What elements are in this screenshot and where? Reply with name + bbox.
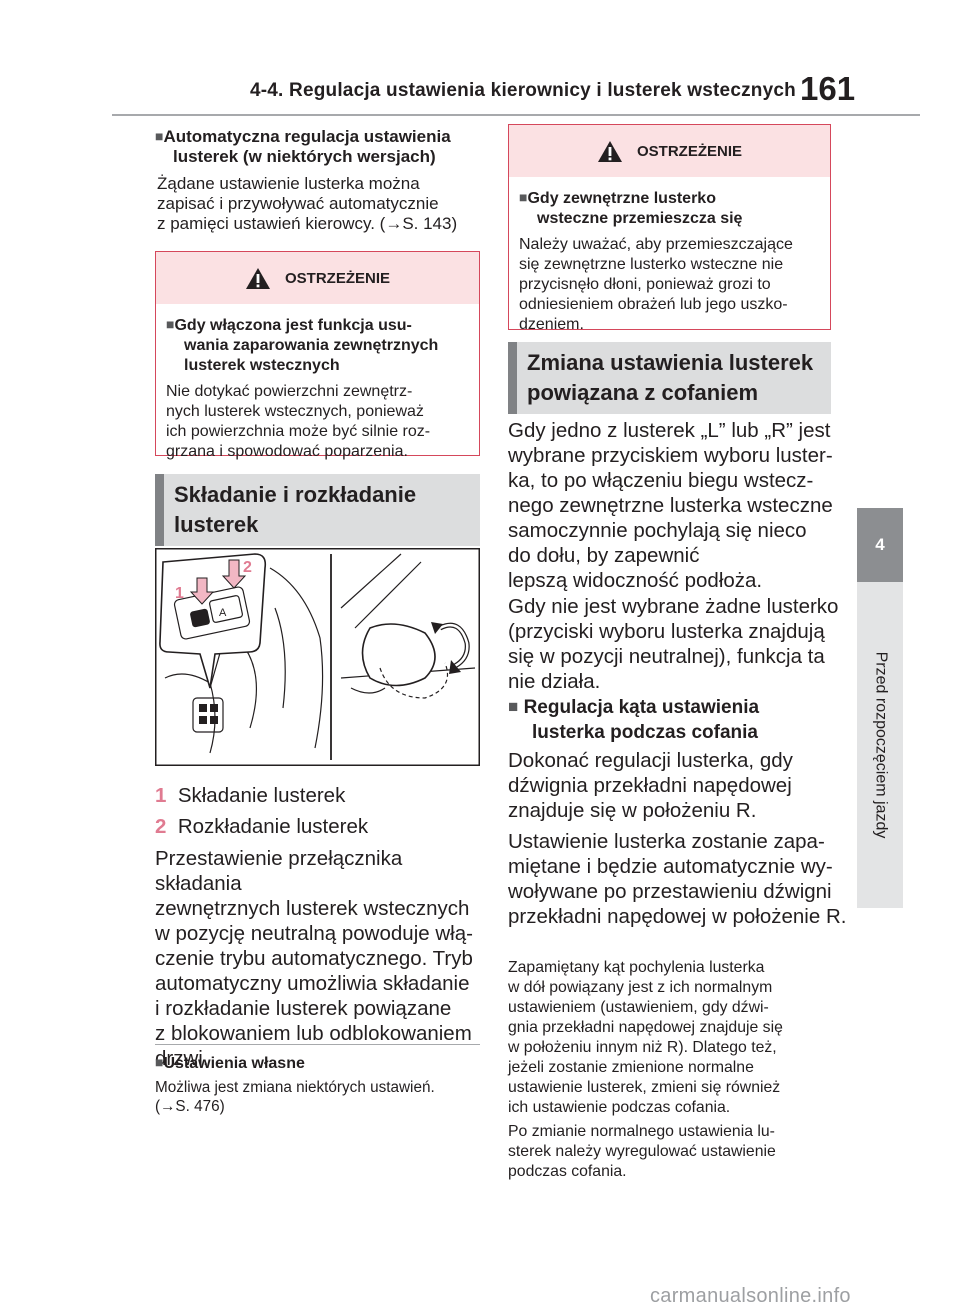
- warning-triangle-icon: [597, 140, 622, 162]
- watermark: carmanualsonline.info: [650, 1285, 851, 1307]
- svg-text:A: A: [219, 607, 227, 619]
- section-heading-folding: Składanie i rozkładanie lusterek: [155, 474, 480, 546]
- page-header-title: 4-4. Regulacja ustawienia kierownicy i l…: [250, 80, 796, 101]
- warning-text: Nie dotykać powierzchni zewnętrz- nych l…: [166, 383, 431, 460]
- folding-paragraph: Przestawienie przełącznika składania zew…: [155, 847, 473, 1070]
- section-heading-reverse: Zmiana ustawienia lusterek powiązana z c…: [508, 342, 831, 414]
- divider: [155, 1044, 480, 1045]
- figure-legend: 1 Składanie lusterek 2 Rozkładanie luste…: [155, 783, 485, 839]
- legend-item: 1 Składanie lusterek: [155, 784, 346, 807]
- reverse-note-1: Zapamiętany kąt pochylenia lusterka w dó…: [508, 959, 783, 1116]
- reverse-paragraph-3: Dokonać regulacji lusterka, gdy dźwignia…: [508, 749, 793, 822]
- callout-2: 2: [243, 559, 252, 576]
- warning-box-defogger: OSTRZEŻENIE ■Gdy włączona jest funkcja u…: [155, 251, 480, 460]
- warning-title: ■Gdy włączona jest funkcja usu- wania za…: [166, 316, 439, 374]
- page-number: 161: [800, 70, 856, 107]
- custom-settings-body: Możliwa jest zmiana niektórych ustawień.…: [155, 1079, 435, 1115]
- reverse-paragraph-2: Gdy nie jest wybrane żadne lusterko (prz…: [508, 595, 839, 693]
- reverse-angle-heading: ■ Regulacja kąta ustawienia lusterka pod…: [508, 697, 760, 743]
- legend-item: 2 Rozkładanie lusterek: [155, 815, 369, 838]
- custom-settings-heading: ■Ustawienia własne: [155, 1054, 305, 1072]
- header-rule: [112, 114, 920, 116]
- chapter-tab-label: Przed rozpoczęciem jazdy: [872, 651, 889, 839]
- warning-header: OSTRZEŻENIE: [156, 252, 479, 304]
- callout-1: 1: [175, 585, 184, 602]
- square-bullet-icon: ■: [155, 1054, 164, 1070]
- square-bullet-icon: ■: [155, 128, 164, 144]
- warning-box-moving-mirror: OSTRZEŻENIE ■Gdy zewnętrzne lusterko wst…: [508, 124, 831, 333]
- reverse-paragraph-1: Gdy jedno z lusterek „L” lub „R” jest wy…: [508, 419, 833, 592]
- mirror-switch-drawing: A 1 2: [155, 548, 480, 766]
- reverse-paragraph-4: Ustawienie lusterka zostanie zapa- mięta…: [508, 830, 847, 928]
- warning-triangle-icon: [245, 267, 270, 289]
- mirror-folding-illustration: A 1 2: [155, 548, 480, 766]
- warning-header: OSTRZEŻENIE: [509, 125, 830, 177]
- square-bullet-icon: ■: [508, 697, 519, 716]
- auto-adjust-heading: ■Automatyczna regulacja ustawienia luste…: [155, 127, 451, 166]
- reverse-note-2: Po zmianie normalnego ustawienia lu- ste…: [508, 1123, 776, 1180]
- chapter-tab-strip: [857, 582, 903, 908]
- chapter-tab-number: 4: [857, 508, 903, 582]
- warning-text: Należy uważać, aby przemieszczające się …: [519, 236, 793, 333]
- auto-adjust-body: Żądane ustawienie lusterka można zapisać…: [157, 174, 458, 233]
- square-bullet-icon: ■: [166, 316, 175, 332]
- square-bullet-icon: ■: [519, 189, 528, 205]
- warning-title: ■Gdy zewnętrzne lusterko wsteczne przemi…: [519, 189, 743, 227]
